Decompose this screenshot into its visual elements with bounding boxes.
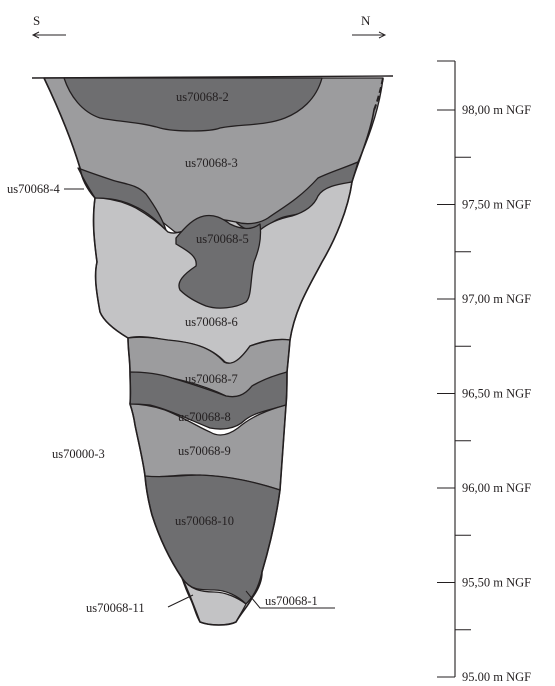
south-arrow [31,31,66,39]
leader-us70068-11 [167,594,194,608]
scale-label: 97,50 m NGF [462,198,531,212]
scale-label: 98,00 m NGF [462,103,531,117]
label-us70068-4: us70068-4 [7,182,61,196]
ground-surface-line [31,75,394,79]
pit-outline [43,77,375,626]
layer-us70068-2 [63,77,323,132]
label-us70068-5: us70068-5 [196,232,249,246]
leader-us70068-1 [245,590,335,609]
pit-section [31,75,394,626]
pit-outline-dashed [373,77,384,111]
label-us70068-9: us70068-9 [178,444,231,458]
label-us70068-11: us70068-11 [86,601,145,615]
scale-label: 96,00 m NGF [462,481,531,495]
north-label: N [361,13,371,28]
south-label: S [33,13,40,28]
label-us70068-3: us70068-3 [185,156,238,170]
scale-label: 95,50 m NGF [462,576,531,590]
layer-us70068-5 [175,214,262,309]
label-us70068-8: us70068-8 [178,410,231,424]
scale-label: 96,50 m NGF [462,387,531,401]
label-us70068-1: us70068-1 [265,594,318,608]
label-us70068-10: us70068-10 [175,514,234,528]
label-us70068-2: us70068-2 [176,90,229,104]
label-us70068-7: us70068-7 [185,372,238,386]
label-us70068-6: us70068-6 [185,315,238,329]
scale-label: 95,00 m NGF [462,670,531,681]
elevation-scale: 98,00 m NGF 97,50 m NGF 97,00 m NGF 96,50 m… [437,60,531,684]
north-arrow [352,31,387,39]
label-us70000-3: us70000-3 [52,447,105,461]
scale-label: 97,00 m NGF [462,292,531,306]
